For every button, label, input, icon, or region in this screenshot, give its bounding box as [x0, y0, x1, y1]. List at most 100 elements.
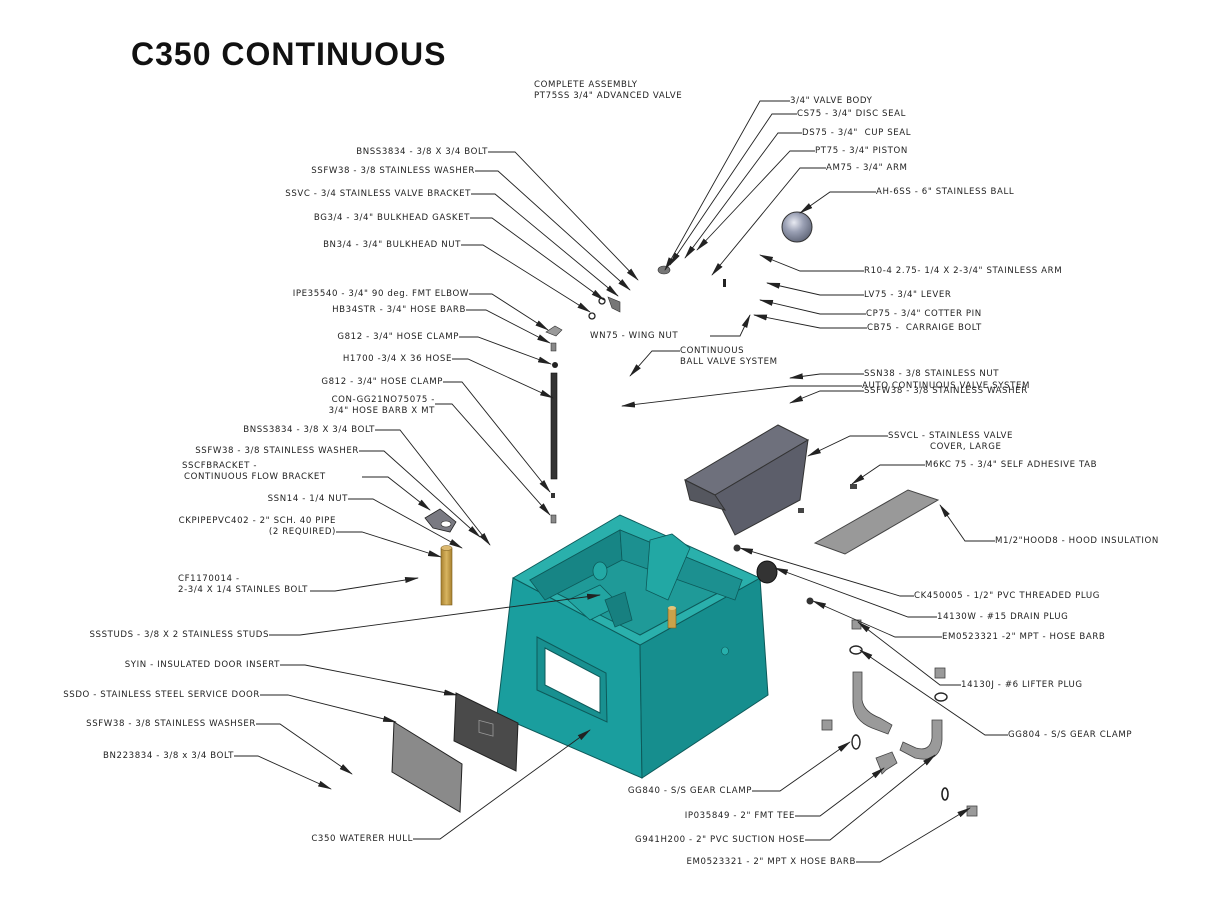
leader-line	[799, 191, 876, 214]
label-fmt-tee: IP035849 - 2" FMT TEE	[684, 811, 795, 821]
label-threaded-plug: CK450005 - 1/2" PVC THREADED PLUG	[914, 591, 1100, 601]
leader-line	[280, 664, 458, 696]
leader-line	[459, 336, 552, 365]
leader-line	[269, 593, 601, 636]
leader-line	[470, 217, 605, 301]
label-bulkhead-gasket: BG3/4 - 3/4" BULKHEAD GASKET	[313, 213, 470, 223]
leader-line	[939, 504, 995, 542]
leader-line	[857, 621, 961, 686]
leader-line	[789, 373, 864, 380]
label-stainless-bolt: CF1170014 -2-3/4 X 1/4 STAINLES BOLT	[178, 574, 308, 595]
leader-line	[696, 150, 815, 251]
label-mpt-hose-barb: EM0523321 -2" MPT - HOSE BARB	[942, 632, 1106, 642]
label-lever: LV75 - 3/4" LEVER	[864, 290, 952, 300]
leader-line	[336, 531, 442, 558]
label-continuous-flow-bracket: SSCFBRACKET -CONTINUOUS FLOW BRACKET	[182, 461, 326, 482]
continuous-flow-bracket	[424, 508, 457, 533]
leader-line	[753, 314, 867, 329]
label-lifter-plug: 14130J - #6 LIFTER PLUG	[961, 680, 1083, 690]
label-arm: AM75 - 3/4" ARM	[826, 163, 908, 173]
label-hose-clamp-b: G812 - 3/4" HOSE CLAMP	[321, 377, 443, 387]
waterer-hull	[496, 514, 769, 779]
label-door-insert: SYIN - INSULATED DOOR INSERT	[124, 660, 280, 670]
leader-lines	[234, 100, 1008, 863]
label-nut-quarter: SSN14 - 1/4 NUT	[267, 494, 348, 504]
label-stainless-ball: AH-6SS - 6" STAINLESS BALL	[876, 187, 1015, 197]
label-hose-clamp-a: G812 - 3/4" HOSE CLAMP	[337, 332, 459, 342]
label-waterer-hull: C350 WATERER HULL	[311, 834, 413, 844]
label-stainless-studs: SSSTUDS - 3/8 X 2 STAINLESS STUDS	[89, 630, 269, 640]
label-stainless-washer-overlap: SSFW38 - 3/8 STAINLESS WASHER	[864, 386, 1028, 396]
leader-line	[759, 254, 864, 272]
label-auto-continuous-valve: AUTO CONTINUOUS VALVE SYSTEM	[862, 381, 1030, 391]
stainless-valve-cover	[683, 424, 810, 536]
leader-line	[471, 193, 619, 297]
label-gear-clamp-gg840: GG840 - S/S GEAR CLAMP	[627, 786, 752, 796]
leader-line	[752, 741, 851, 792]
leader-line	[260, 694, 397, 723]
leader-line	[475, 170, 631, 291]
leader-line	[629, 350, 680, 377]
pvc-pipe	[440, 547, 453, 606]
label-fmt-elbow: IPE35540 - 3/4" 90 deg. FMT ELBOW	[292, 289, 469, 299]
leader-line	[710, 314, 751, 337]
leader-line	[452, 358, 554, 399]
hose	[550, 372, 558, 480]
leader-line	[359, 450, 481, 538]
service-door	[391, 721, 463, 813]
leader-line	[469, 293, 549, 331]
leader-line	[664, 100, 790, 271]
leader-line	[461, 244, 591, 313]
label-hose-barb-mt: CON-GG21NO75075 -3/4" HOSE BARB X MT	[328, 395, 435, 416]
label-mpt-x-hose-barb: EM0523321 - 2" MPT X HOSE BARB	[686, 857, 856, 867]
label-gear-clamp-gg804: GG804 - S/S GEAR CLAMP	[1008, 730, 1133, 740]
leader-line	[812, 600, 942, 638]
label-piston: PT75 - 3/4" PISTON	[815, 146, 908, 156]
label-cup-seal: DS75 - 3/4" CUP SEAL	[802, 128, 912, 138]
label-bolt-mid: BNSS3834 - 3/8 X 3/4 BOLT	[243, 425, 375, 435]
label-drain-plug: 14130W - #15 DRAIN PLUG	[937, 612, 1069, 622]
leader-line	[435, 403, 551, 516]
stainless-ball-icon	[781, 211, 813, 243]
label-washer-mid: SSFW38 - 3/8 STAINLESS WASHER	[195, 446, 359, 456]
suction-plumbing	[821, 619, 978, 817]
leader-line	[739, 547, 914, 597]
diagram-title: C350 CONTINUOUS	[131, 36, 447, 72]
leader-line	[684, 132, 802, 259]
hood-insulation	[813, 489, 940, 555]
leader-line	[795, 767, 885, 817]
leader-line	[310, 577, 419, 592]
leader-line	[621, 385, 862, 408]
label-bolt-low: BN223834 - 3/8 x 3/4 BOLT	[103, 751, 234, 761]
leader-line	[362, 476, 431, 511]
leader-line	[488, 151, 639, 281]
door-insert	[453, 692, 519, 772]
label-disc-seal: CS75 - 3/4" DISC SEAL	[797, 109, 906, 119]
leader-line	[766, 282, 864, 296]
leader-line	[759, 299, 866, 315]
label-suction-hose: G941H200 - 2" PVC SUCTION HOSE	[634, 835, 805, 845]
leader-line	[856, 807, 971, 863]
leader-line	[789, 390, 864, 404]
label-stainless-nut: SSN38 - 3/8 STAINLESS NUT	[864, 369, 1000, 379]
label-adhesive-tab: M6KC 75 - 3/4" SELF ADHESIVE TAB	[925, 460, 1098, 470]
leader-line	[859, 649, 1008, 736]
label-stainless-arm: R10-4 2.75- 1/4 X 2-3/4" STAINLESS ARM	[864, 266, 1063, 276]
label-hose: H1700 -3/4 X 36 HOSE	[342, 354, 452, 364]
leader-line	[413, 729, 591, 840]
leader-line	[375, 429, 491, 546]
label-service-door: SSDO - STAINLESS STEEL SERVICE DOOR	[63, 690, 260, 700]
leader-line	[256, 723, 353, 775]
leader-line	[348, 498, 463, 549]
leader-line	[774, 567, 937, 618]
leader-line	[443, 381, 551, 493]
label-wing-nut: WN75 - WING NUT	[590, 331, 679, 341]
leader-line	[466, 309, 551, 344]
leader-line	[805, 754, 936, 841]
label-valve-body: 3/4" VALVE BODY	[790, 96, 873, 106]
